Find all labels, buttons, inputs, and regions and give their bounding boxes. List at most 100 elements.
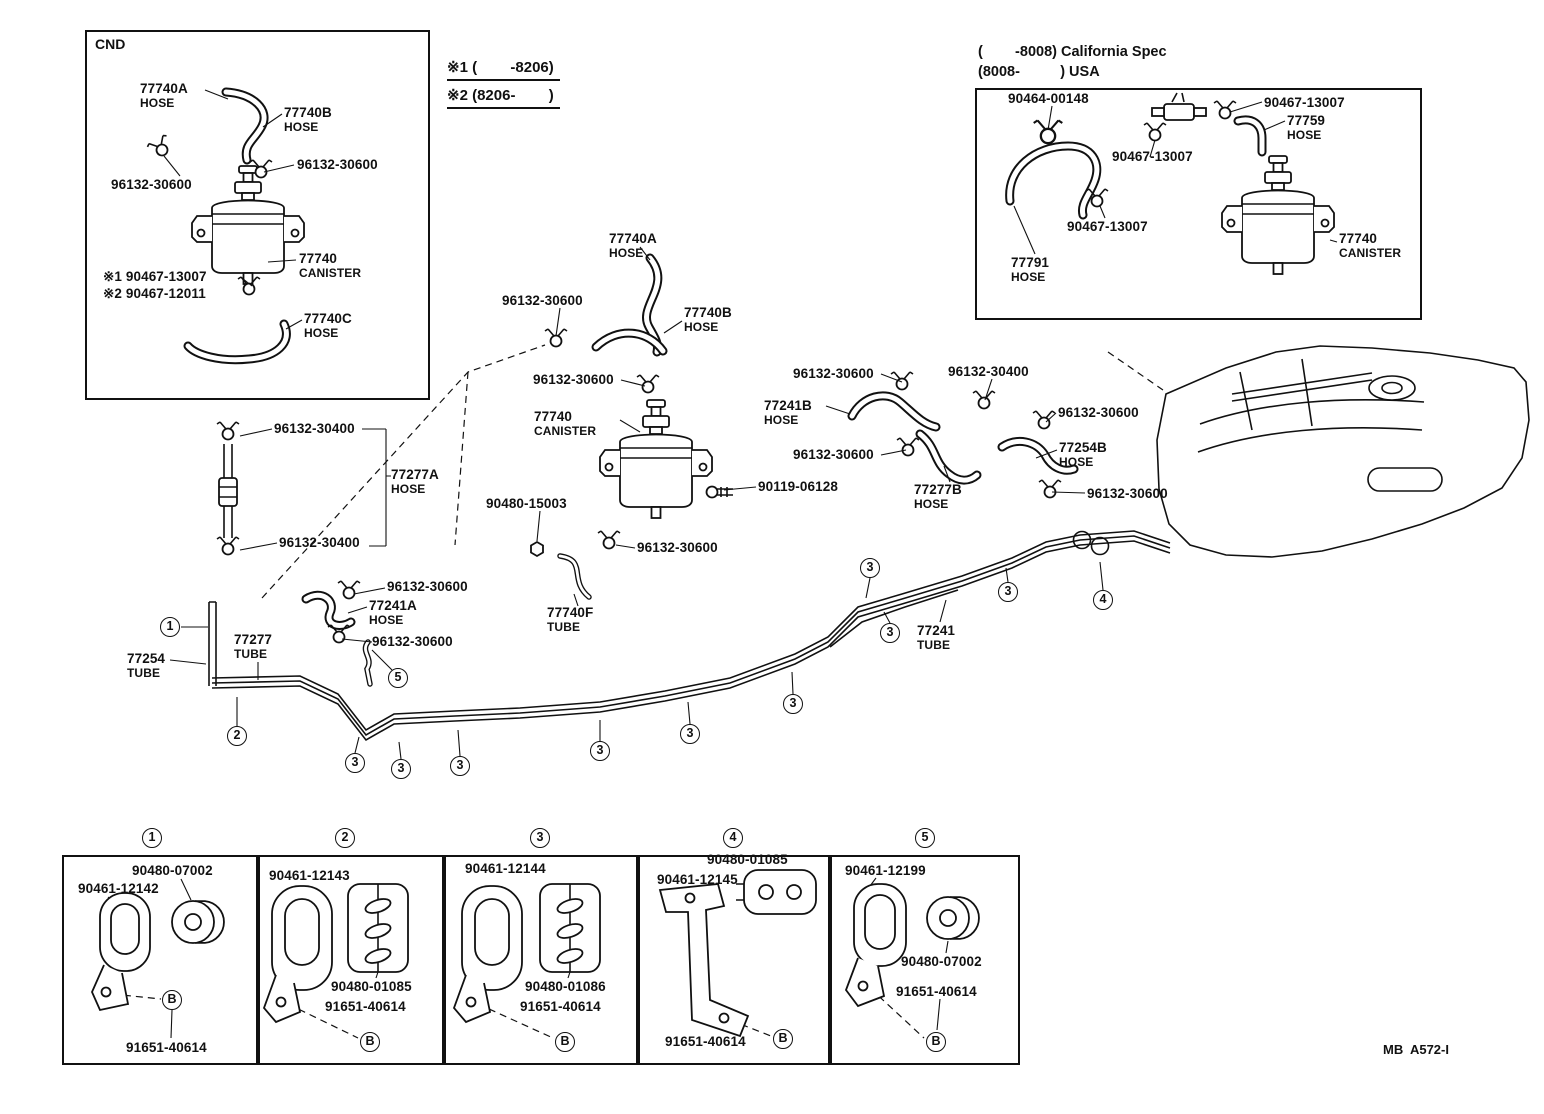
clamp-drawing-2 bbox=[262, 885, 333, 1024]
cnd-box-frame: CND bbox=[85, 30, 430, 400]
circle-marker-3: 3 bbox=[590, 741, 610, 761]
part-label-90480-15003: 90480-15003 bbox=[486, 496, 567, 511]
fuel-tank-drawing bbox=[1156, 345, 1530, 558]
part-label-96132-30600: 96132-30600 bbox=[111, 177, 192, 192]
part-label-96132-30600: 96132-30600 bbox=[637, 540, 718, 555]
part-label-90464-00148: 90464-00148 bbox=[1008, 91, 1089, 106]
part-label-96132-30400: 96132-30400 bbox=[279, 535, 360, 550]
circle-marker-1: 1 bbox=[160, 617, 180, 637]
spec-note-1: ※1 ( -8206) bbox=[447, 58, 560, 81]
joint-77277a-drawing bbox=[216, 421, 240, 556]
part-label-90461-12145: 90461-12145 bbox=[657, 872, 738, 887]
part-label-90480-07002: 90480-07002 bbox=[901, 954, 982, 969]
circle-marker-4: 4 bbox=[723, 828, 743, 848]
label-leader-lines bbox=[107, 89, 1338, 1039]
detail-box-1 bbox=[62, 855, 258, 1065]
circle-marker-4: 4 bbox=[1093, 590, 1113, 610]
circle-marker-3: 3 bbox=[345, 753, 365, 773]
cushion-drawing-3 bbox=[539, 883, 601, 973]
part-label-90480-01085: 90480-01085 bbox=[331, 979, 412, 994]
part-label-96132-30400: 96132-30400 bbox=[948, 364, 1029, 379]
part-label-90480-07002: 90480-07002 bbox=[132, 863, 213, 878]
part-label-90467-13007: 90467-13007 bbox=[1112, 149, 1193, 164]
label-bracket bbox=[362, 428, 391, 547]
part-label-91651-40614: 91651-40614 bbox=[126, 1040, 207, 1055]
bolt-drawing bbox=[705, 485, 733, 499]
center-canister-group bbox=[530, 253, 733, 600]
detail-box-2 bbox=[258, 855, 444, 1065]
part-label-90461-12199: 90461-12199 bbox=[845, 863, 926, 878]
circle-marker-b: B bbox=[555, 1032, 575, 1052]
check-valve-drawing bbox=[1151, 92, 1207, 121]
part-label-90480-01085: 90480-01085 bbox=[707, 852, 788, 867]
part-label-90461-12144: 90461-12144 bbox=[465, 861, 546, 876]
circle-marker-3: 3 bbox=[530, 828, 550, 848]
california-box-frame bbox=[975, 88, 1422, 320]
nut-drawing bbox=[530, 540, 544, 558]
part-label-96132-30600: 96132-30600 bbox=[372, 634, 453, 649]
circle-marker-2: 2 bbox=[335, 828, 355, 848]
circle-marker-b: B bbox=[162, 990, 182, 1010]
part-label--2-90467-12011: ※2 90467-12011 bbox=[103, 286, 206, 301]
part-label-90461-12142: 90461-12142 bbox=[78, 881, 159, 896]
detail-box-5 bbox=[830, 855, 1020, 1065]
clamp-drawing-1 bbox=[91, 892, 151, 1012]
california-spec-line1: ( -8008) California Spec bbox=[978, 44, 1167, 60]
part-label-96132-30600: 96132-30600 bbox=[502, 293, 583, 308]
part-label-91651-40614: 91651-40614 bbox=[665, 1034, 746, 1049]
detail-box-4 bbox=[638, 855, 830, 1065]
part-label-90480-01086: 90480-01086 bbox=[525, 979, 606, 994]
hose-77241a-drawing bbox=[301, 580, 373, 687]
construction-dashes bbox=[261, 344, 1164, 599]
part-label-96132-30600: 96132-30600 bbox=[1058, 405, 1139, 420]
cnd-canister-group bbox=[145, 87, 305, 365]
clamp-drawing-5 bbox=[844, 883, 907, 1008]
detail-box-3 bbox=[444, 855, 638, 1065]
cnd-box-title: CND bbox=[95, 36, 126, 52]
circle-marker-2: 2 bbox=[227, 726, 247, 746]
circle-marker-3: 3 bbox=[391, 759, 411, 779]
circle-marker-3: 3 bbox=[998, 582, 1018, 602]
spec-note-2: ※2 (8206- ) bbox=[447, 86, 560, 109]
part-label-96132-30600: 96132-30600 bbox=[387, 579, 468, 594]
part-label-96132-30600: 96132-30600 bbox=[793, 366, 874, 381]
circle-marker-3: 3 bbox=[680, 724, 700, 744]
circle-marker-5: 5 bbox=[915, 828, 935, 848]
b-marker-dashes bbox=[111, 987, 925, 1039]
part-label-96132-30400: 96132-30400 bbox=[274, 421, 355, 436]
bracket-drawing-4 bbox=[658, 883, 750, 1038]
part-label-91651-40614: 91651-40614 bbox=[325, 999, 406, 1014]
part-label-96132-30600: 96132-30600 bbox=[533, 372, 614, 387]
cushion-drawing-2 bbox=[347, 883, 409, 973]
figure-code: MB A572-I bbox=[1383, 1042, 1449, 1057]
right-hose-cluster bbox=[847, 371, 1079, 499]
part-label-90461-12143: 90461-12143 bbox=[269, 868, 350, 883]
circle-marker-5: 5 bbox=[388, 668, 408, 688]
part-label-90467-13007: 90467-13007 bbox=[1067, 219, 1148, 234]
circle-marker-3: 3 bbox=[880, 623, 900, 643]
part-label-96132-30600: 96132-30600 bbox=[793, 447, 874, 462]
circle-marker-b: B bbox=[360, 1032, 380, 1052]
circle-marker-b: B bbox=[926, 1032, 946, 1052]
fuel-tube-bundle bbox=[208, 530, 1171, 741]
